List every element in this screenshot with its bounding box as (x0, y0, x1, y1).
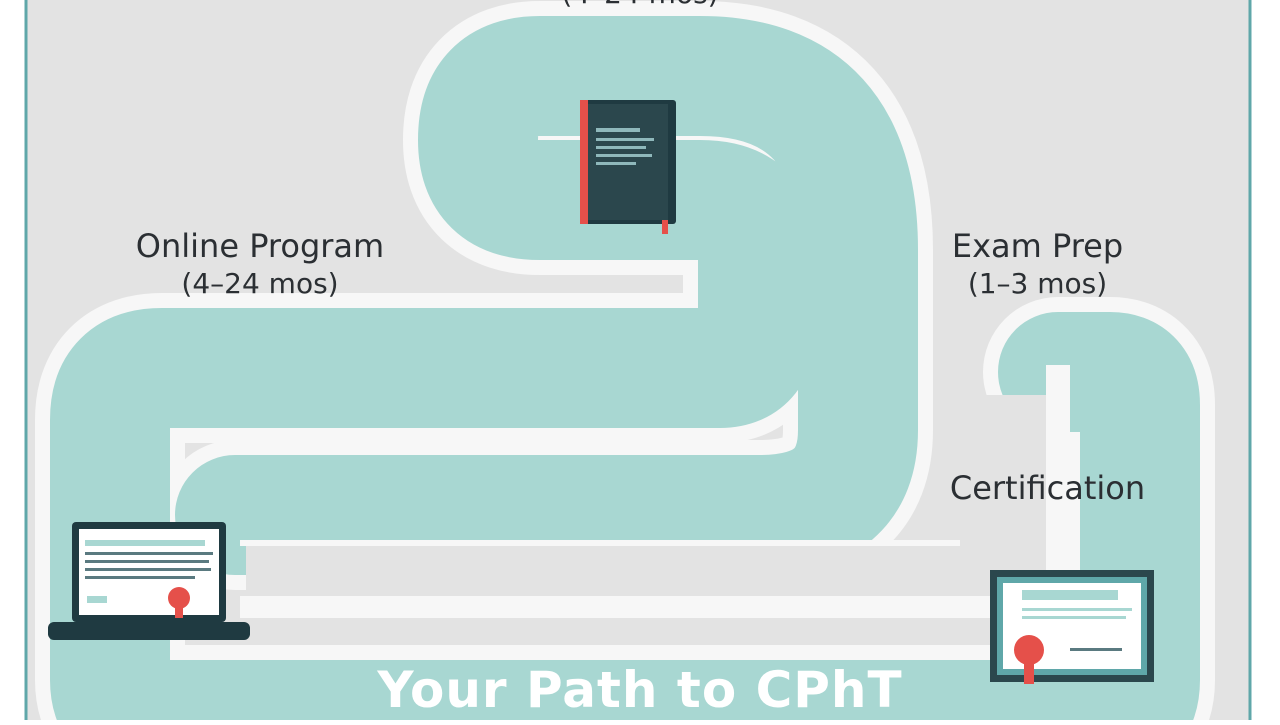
laptop-icon (48, 522, 250, 640)
top-stage-label: (4–24 mos) (490, 0, 790, 12)
stage-duration: (1–3 mos) (967, 267, 1108, 300)
stage-online-program: Online Program (4–24 mos) (110, 226, 410, 302)
book-icon (580, 100, 676, 234)
stage-name: Online Program (135, 227, 385, 265)
stage-exam-prep: Exam Prep (1–3 mos) (915, 226, 1160, 302)
stage-duration: (4–24 mos) (181, 267, 339, 300)
stage-certification: Certification (935, 468, 1160, 508)
winding-path (35, 1, 1215, 720)
stage-name: Exam Prep (951, 227, 1124, 265)
footer-title: Your Path to CPhT (377, 661, 903, 719)
top-stage-duration: (4–24 mos) (490, 0, 790, 12)
stage-name: Certification (949, 469, 1146, 507)
certificate-icon (990, 570, 1154, 684)
